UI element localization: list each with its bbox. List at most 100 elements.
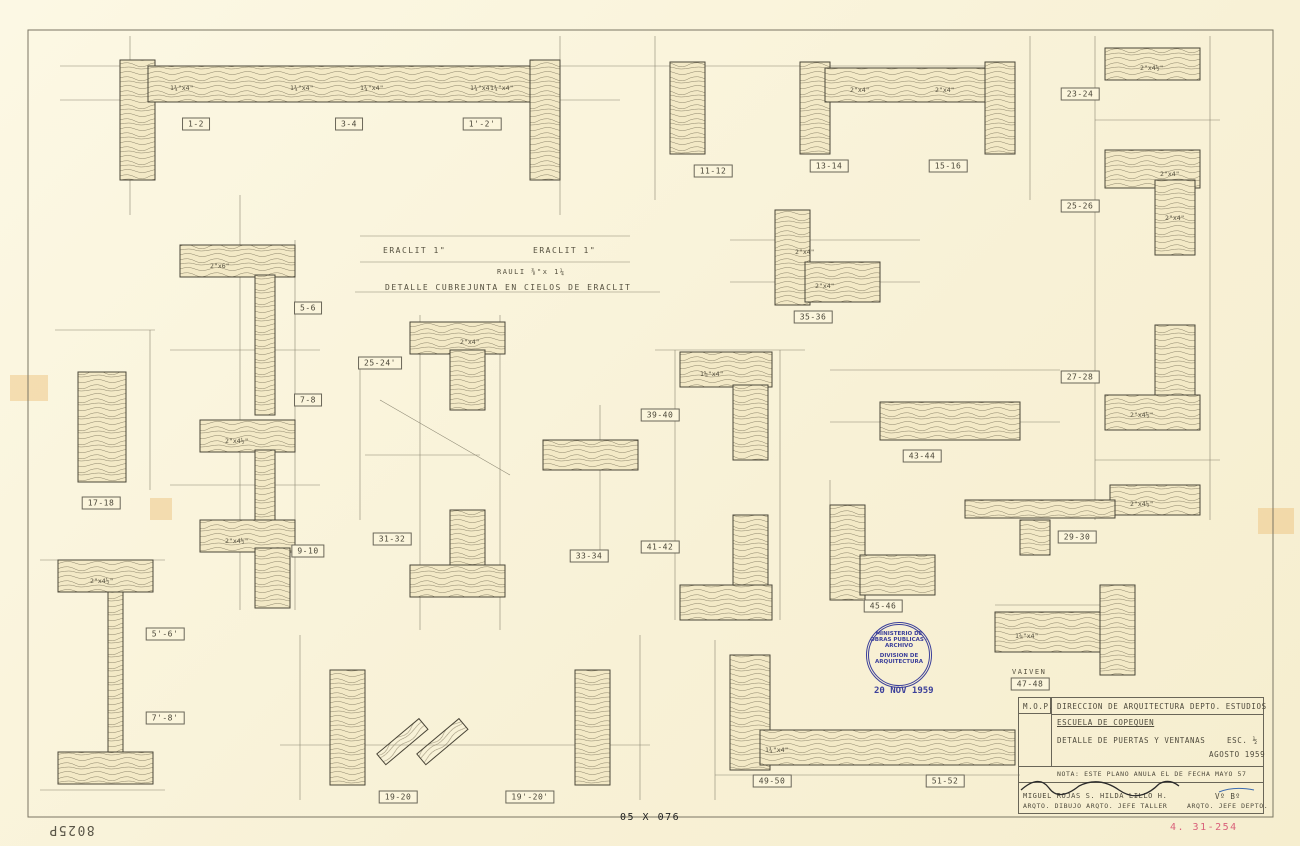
archive-number: 8025P xyxy=(48,822,95,837)
project: ESCUELA DE COPEQUEN xyxy=(1057,718,1155,727)
section-size-label: 2"x4½" xyxy=(1130,500,1154,508)
wood-section xyxy=(1154,179,1196,256)
stamp-center-text: DIVISION DE ARQUITECTURA xyxy=(875,653,923,665)
detail-label: 25-26 xyxy=(1060,199,1100,213)
wood-section xyxy=(1104,394,1201,431)
vaiven-label: VAIVEN xyxy=(1012,668,1047,676)
author-roles: ARQTO. DIBUJO ARQTO. JEFE TALLER xyxy=(1023,802,1168,810)
batten-label: RAULI ⅜"x 1¼ xyxy=(497,268,566,276)
stamp-date: 20 NOV 1959 xyxy=(874,686,934,696)
detail-label: 11-12 xyxy=(693,164,733,178)
detail-label: 1'-2' xyxy=(462,117,502,131)
wood-section xyxy=(759,729,1016,766)
eraclit-detail-title: DETALLE CUBREJUNTA EN CIELOS DE ERACLIT xyxy=(385,283,632,292)
wood-section xyxy=(254,274,276,416)
detail-label: 17-18 xyxy=(81,496,121,510)
wood-section xyxy=(669,61,706,155)
wood-section xyxy=(449,509,486,571)
wood-section xyxy=(574,669,611,786)
section-size-label: 1¾"x4" xyxy=(360,84,384,92)
wood-section xyxy=(1104,47,1201,81)
date: AGOSTO 1959 xyxy=(1209,750,1266,759)
wood-section xyxy=(57,559,154,593)
sheet-title: DETALLE DE PUERTAS Y VENTANAS xyxy=(1057,736,1206,745)
wood-section xyxy=(199,519,296,553)
section-size-label: 2"x4½" xyxy=(1130,411,1154,419)
wood-section xyxy=(879,401,1021,441)
approval-role: ARQTO. JEFE DEPTO. xyxy=(1187,802,1269,810)
wood-section xyxy=(1019,519,1051,556)
detail-label: 19'-20' xyxy=(505,790,555,804)
section-size-label: 2"x4½" xyxy=(225,537,249,545)
detail-label: 13-14 xyxy=(809,159,849,173)
wood-section xyxy=(542,439,639,471)
louver-slat xyxy=(416,717,469,766)
detail-label: 35-36 xyxy=(793,310,833,324)
detail-label: 19-20 xyxy=(378,790,418,804)
signatures xyxy=(1020,780,1255,797)
wood-section xyxy=(179,244,296,278)
section-size-label: 2"x4" xyxy=(795,248,815,256)
wood-section xyxy=(679,584,773,621)
section-size-label: 2"x4½" xyxy=(225,437,249,445)
detail-label: 33-34 xyxy=(569,549,609,563)
wood-section xyxy=(994,611,1106,653)
wood-section xyxy=(859,554,936,596)
detail-label: 5-6 xyxy=(294,301,322,315)
detail-label: 23-24 xyxy=(1060,87,1100,101)
department: DIRECCION DE ARQUITECTURA DEPTO. ESTUDIO… xyxy=(1057,702,1267,711)
wood-section xyxy=(147,65,531,103)
section-size-label: 2"x6" xyxy=(210,262,230,270)
title-block: M.O.P. DIRECCION DE ARQUITECTURA DEPTO. … xyxy=(1018,697,1268,814)
section-size-label: 2"x4" xyxy=(815,282,835,290)
detail-label: 45-46 xyxy=(863,599,903,613)
org: M.O.P. xyxy=(1019,698,1053,714)
detail-label: 3-4 xyxy=(335,117,363,131)
wood-section xyxy=(57,751,154,785)
wood-section xyxy=(679,351,773,388)
section-size-label: 2"x4½" xyxy=(90,577,114,585)
border-frame xyxy=(27,29,1274,818)
wood-section xyxy=(449,349,486,411)
wood-section xyxy=(804,261,881,303)
detail-label: 41-42 xyxy=(640,540,680,554)
red-reference: 4. 31-254 xyxy=(1170,822,1238,833)
detail-label: 7'-8' xyxy=(145,711,185,725)
wood-section xyxy=(254,449,276,521)
tape-mark xyxy=(10,375,48,401)
author-names: MIGUEL ROJAS S. HILDA LILLO H. xyxy=(1023,792,1168,800)
section-size-label: 1¾"x4" xyxy=(470,84,494,92)
tape-mark xyxy=(1258,508,1294,534)
wood-section xyxy=(824,67,986,103)
section-size-label: 1¾"x4" xyxy=(290,84,314,92)
revision-note: NOTA: ESTE PLANO ANULA EL DE FECHA MAYO … xyxy=(1057,770,1247,778)
wood-section xyxy=(529,59,561,181)
section-size-label: 2"x4" xyxy=(460,338,480,346)
section-size-label: 1¾"x4" xyxy=(490,84,514,92)
section-size-label: 2"x4" xyxy=(1160,170,1180,178)
detail-label: 43-44 xyxy=(902,449,942,463)
section-size-label: 1¾"x4" xyxy=(170,84,194,92)
wood-section xyxy=(409,321,506,355)
wood-section xyxy=(1109,484,1201,516)
wood-section xyxy=(964,499,1116,519)
section-size-label: 1⅝"x4" xyxy=(1015,632,1039,640)
sheet-code: 05 X 076 xyxy=(620,812,681,823)
eraclit-left-label: ERACLIT 1" xyxy=(383,246,447,255)
wood-section xyxy=(254,547,291,609)
detail-label: 7-8 xyxy=(294,393,322,407)
detail-label: 5'-6' xyxy=(145,627,185,641)
archive-stamp: MINISTERIO DE OBRAS PUBLICAS · ARCHIVO D… xyxy=(866,622,932,688)
detail-label: 1-2 xyxy=(182,117,210,131)
louver-slat xyxy=(376,717,429,766)
eraclit-right-label: ERACLIT 1" xyxy=(533,246,597,255)
wood-section xyxy=(829,504,866,601)
tape-mark xyxy=(150,498,172,520)
section-size-label: 2"x4" xyxy=(1165,214,1185,222)
section-size-label: 2"x4½" xyxy=(1140,64,1164,72)
wood-section xyxy=(1154,324,1196,401)
wood-section xyxy=(774,209,811,306)
section-size-label: 2"x4" xyxy=(850,86,870,94)
detail-label: 9-10 xyxy=(291,544,325,558)
